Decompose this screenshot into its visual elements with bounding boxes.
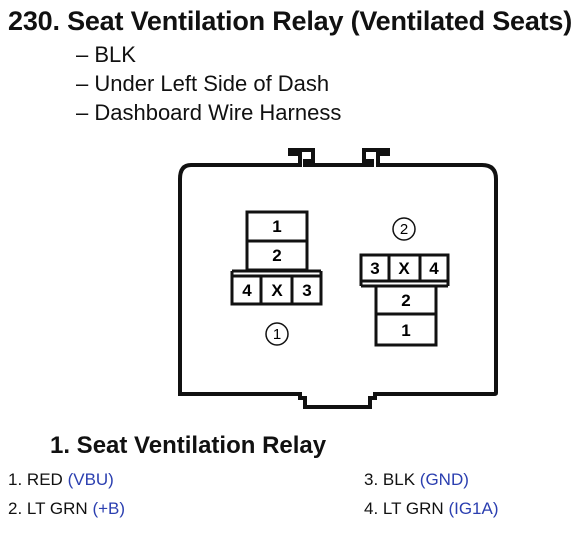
- connector-1: 1 2 4 X 3 1: [230, 210, 323, 346]
- detail-color: – BLK: [76, 42, 136, 67]
- callout-circle-2: [392, 217, 416, 241]
- signal-name: (VBU): [67, 470, 114, 489]
- pin-row: 1. RED (VBU): [8, 470, 114, 490]
- pin-cell-2: [374, 284, 438, 316]
- pin-cell-3: [290, 274, 323, 306]
- connector-2: 2 3 X 4 2 1: [359, 217, 450, 347]
- wire-color: LT GRN: [382, 499, 444, 518]
- pin-label: 1: [272, 217, 281, 236]
- callout-label-1: 1: [273, 326, 281, 343]
- pin-label: 3: [302, 281, 311, 300]
- callout-circle-1: [265, 322, 289, 346]
- signal-name: (IG1A): [448, 499, 499, 518]
- detail-harness: – Dashboard Wire Harness: [76, 100, 342, 125]
- pin-number: 1.: [8, 470, 23, 489]
- callout-label-2: 2: [400, 221, 408, 238]
- pin-number: 4.: [364, 499, 379, 518]
- pin-table-heading: 1. Seat Ventilation Relay: [50, 432, 327, 459]
- pin-label: X: [398, 259, 410, 278]
- component-number: 230.: [8, 6, 60, 36]
- wire-color: RED: [26, 470, 63, 489]
- signal-name: (GND): [419, 470, 469, 489]
- page-title: 230. Seat Ventilation Relay (Ventilated …: [8, 6, 572, 37]
- pin-label: 4: [429, 259, 439, 278]
- pin-cell-4: [418, 253, 450, 283]
- pin-row: 3. BLK (GND): [364, 470, 469, 490]
- signal-name: (+B): [92, 499, 126, 518]
- component-title: Seat Ventilation Relay (Ventilated Seats…: [67, 6, 573, 36]
- pin-number: 3.: [364, 470, 379, 489]
- wire-color: BLK: [382, 470, 416, 489]
- pin-row: 2. LT GRN (+B): [8, 499, 125, 519]
- detail-location: – Under Left Side of Dash: [76, 71, 330, 96]
- pin-cell-4: [230, 274, 263, 306]
- pin-number: 2.: [8, 499, 23, 518]
- pin-row: 4. LT GRN (IG1A): [364, 499, 499, 519]
- wire-color: LT GRN: [26, 499, 88, 518]
- pin-label: 4: [242, 281, 252, 300]
- pin-label: 2: [401, 291, 410, 310]
- pin-label: 2: [272, 246, 281, 265]
- pin-cell-1: [374, 312, 438, 347]
- pin-label: 1: [401, 321, 410, 340]
- housing-outline: [178, 148, 498, 409]
- pin-label: 3: [370, 259, 379, 278]
- pin-label: X: [271, 281, 283, 300]
